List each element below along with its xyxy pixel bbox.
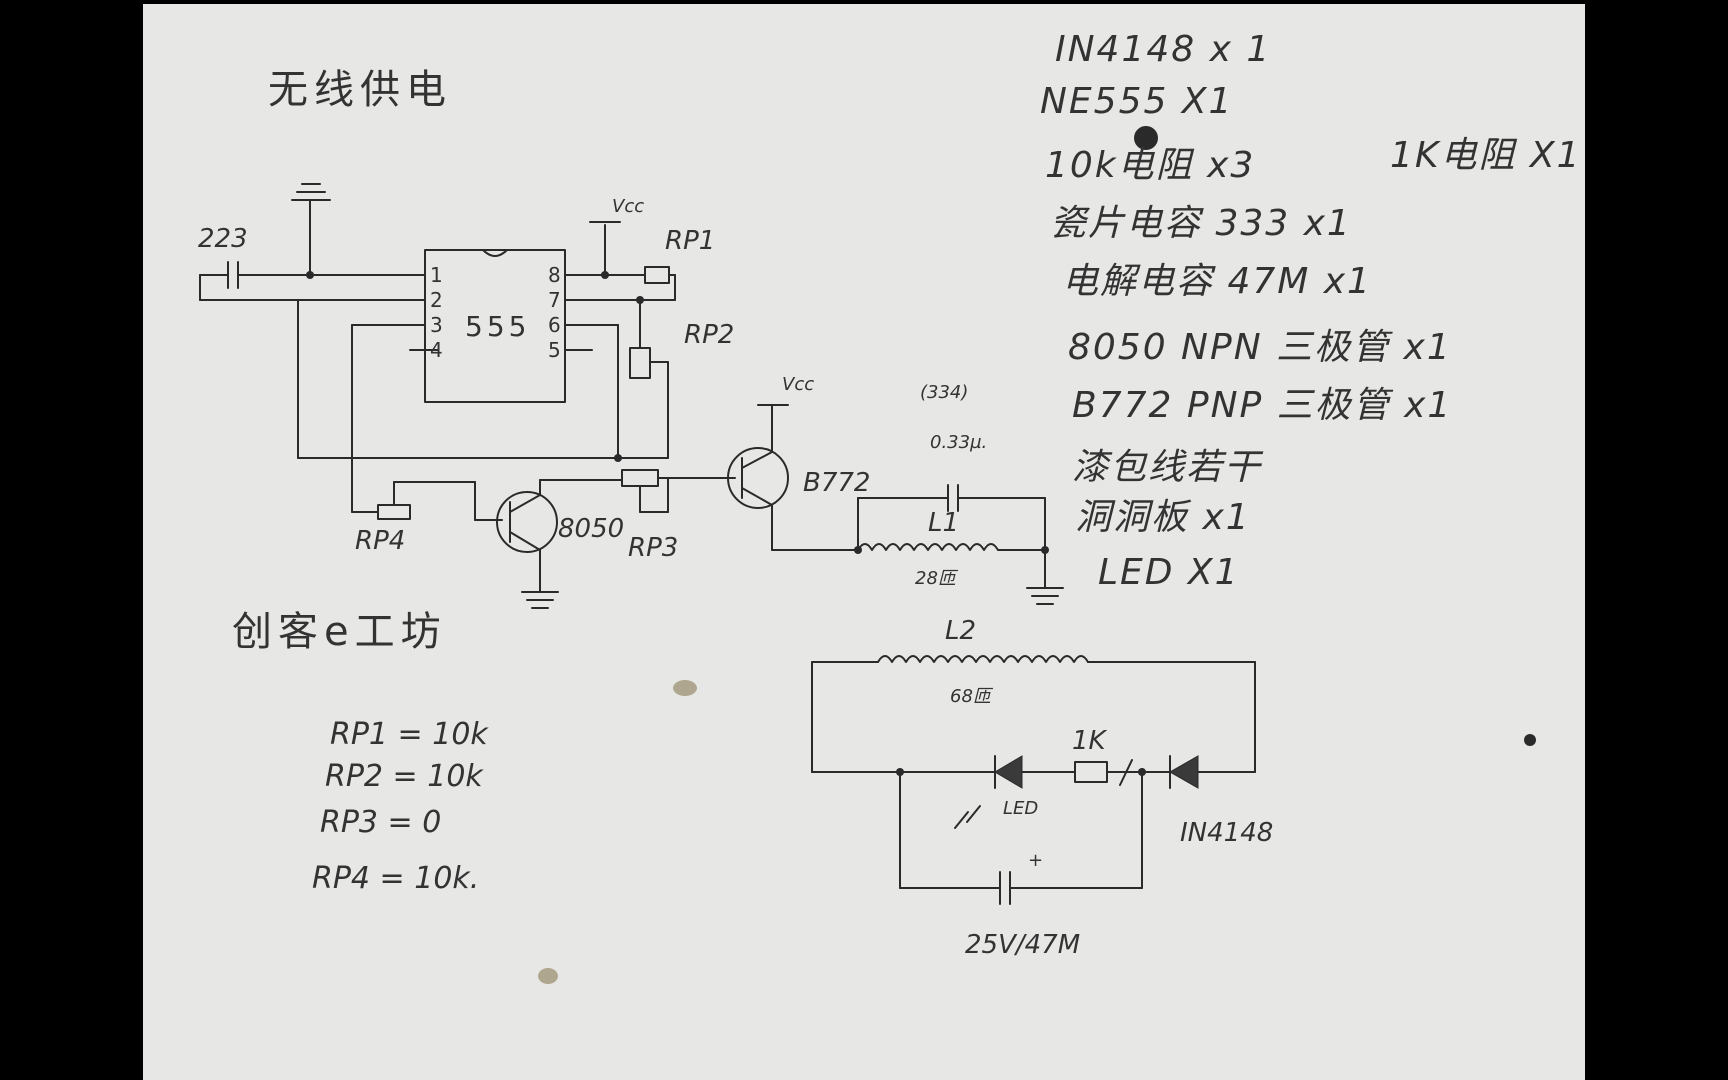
pin-label: 8 [548, 263, 561, 287]
bom-item: 8050 NPN 三极管 x1 [1068, 327, 1452, 368]
diode-label: IN4148 [1180, 818, 1274, 848]
wire-break-mark [1119, 759, 1133, 786]
led-label: LED [1003, 798, 1039, 819]
cap-value-label: 0.33µ. [930, 432, 988, 453]
rp2-potentiometer [629, 347, 651, 379]
value-rp3: RP3 = 0 [320, 805, 442, 840]
inductor-l2 [877, 655, 1089, 663]
vcc-label: Vcc [612, 196, 645, 217]
cap-223-label: 223 [198, 224, 248, 254]
pnp-b772-label: B772 [803, 468, 871, 498]
resistor-1k-label: 1K [1072, 726, 1106, 756]
stain-mark [538, 968, 558, 984]
led-emission-arrow [954, 811, 969, 829]
pin-label: 6 [548, 313, 561, 337]
bom-item: IN4148 x 1 [1055, 29, 1272, 70]
credit-label: 创客e工坊 [232, 609, 447, 655]
bom-item: B772 PNP 三极管 x1 [1072, 385, 1453, 426]
pin-label: 4 [430, 338, 443, 362]
bom-item: LED X1 [1098, 552, 1240, 593]
ic-notch [482, 249, 508, 257]
npn-8050-label: 8050 [558, 514, 625, 544]
rp1-potentiometer [644, 266, 670, 284]
pin-label: 7 [548, 288, 561, 312]
cap-out-label: 25V/47M [965, 930, 1081, 960]
junction [614, 454, 622, 462]
junction [601, 271, 609, 279]
rp1-label: RP1 [665, 226, 716, 256]
npn-8050-transistor [496, 491, 558, 553]
rp3-potentiometer [621, 469, 659, 487]
led-diode [994, 755, 1023, 789]
rp4-label: RP4 [355, 526, 406, 556]
resistor-1k [1074, 761, 1108, 783]
pin-label: 1 [430, 263, 443, 287]
rp3-label: RP3 [628, 533, 679, 563]
paper-sheet [143, 4, 1585, 1080]
pin-label: 2 [430, 288, 443, 312]
diode-1n4148 [1168, 755, 1199, 789]
pin-label: 5 [548, 338, 561, 362]
l1-label: L1 [928, 508, 960, 538]
bom-item: 洞洞板 x1 [1075, 497, 1251, 538]
led-emission-arrow [966, 805, 981, 823]
rp2-label: RP2 [684, 320, 735, 350]
page-title: 无线供电 [268, 67, 452, 113]
value-rp1: RP1 = 10k [330, 717, 488, 752]
vcc-label: Vcc [782, 374, 815, 395]
bom-item: NE555 X1 [1040, 81, 1234, 122]
cap-code-label: (334) [920, 382, 969, 403]
bom-item: 10k电阻 x3 [1045, 145, 1256, 186]
pnp-emitter [741, 451, 773, 469]
l2-turns-label: 68匝 [950, 686, 991, 707]
pin-label: 3 [430, 313, 443, 337]
bom-item-extra: 1K电阻 X1 [1390, 135, 1582, 176]
pnp-b772-transistor [727, 447, 789, 509]
bom-item: 瓷片电容 333 x1 [1050, 203, 1352, 244]
l1-turns-label: 28匝 [915, 568, 956, 589]
inductor-l1 [857, 543, 1046, 551]
value-rp4: RP4 = 10k. [312, 861, 480, 896]
npn-emitter [509, 531, 541, 551]
ink-spot [1524, 734, 1536, 746]
ic-555-label: 555 [465, 310, 531, 343]
bom-item: 漆包线若干 [1072, 447, 1263, 488]
rp4-potentiometer [377, 504, 411, 520]
value-rp2: RP2 = 10k [325, 759, 483, 794]
npn-collector [509, 494, 541, 513]
bom-item: 电解电容 47M x1 [1062, 261, 1372, 302]
l2-label: L2 [945, 616, 977, 646]
junction [636, 296, 644, 304]
pnp-collector [741, 487, 773, 506]
cap-plus-label: + [1028, 850, 1044, 871]
ink-spot [1134, 126, 1158, 150]
stain-mark [673, 680, 697, 696]
